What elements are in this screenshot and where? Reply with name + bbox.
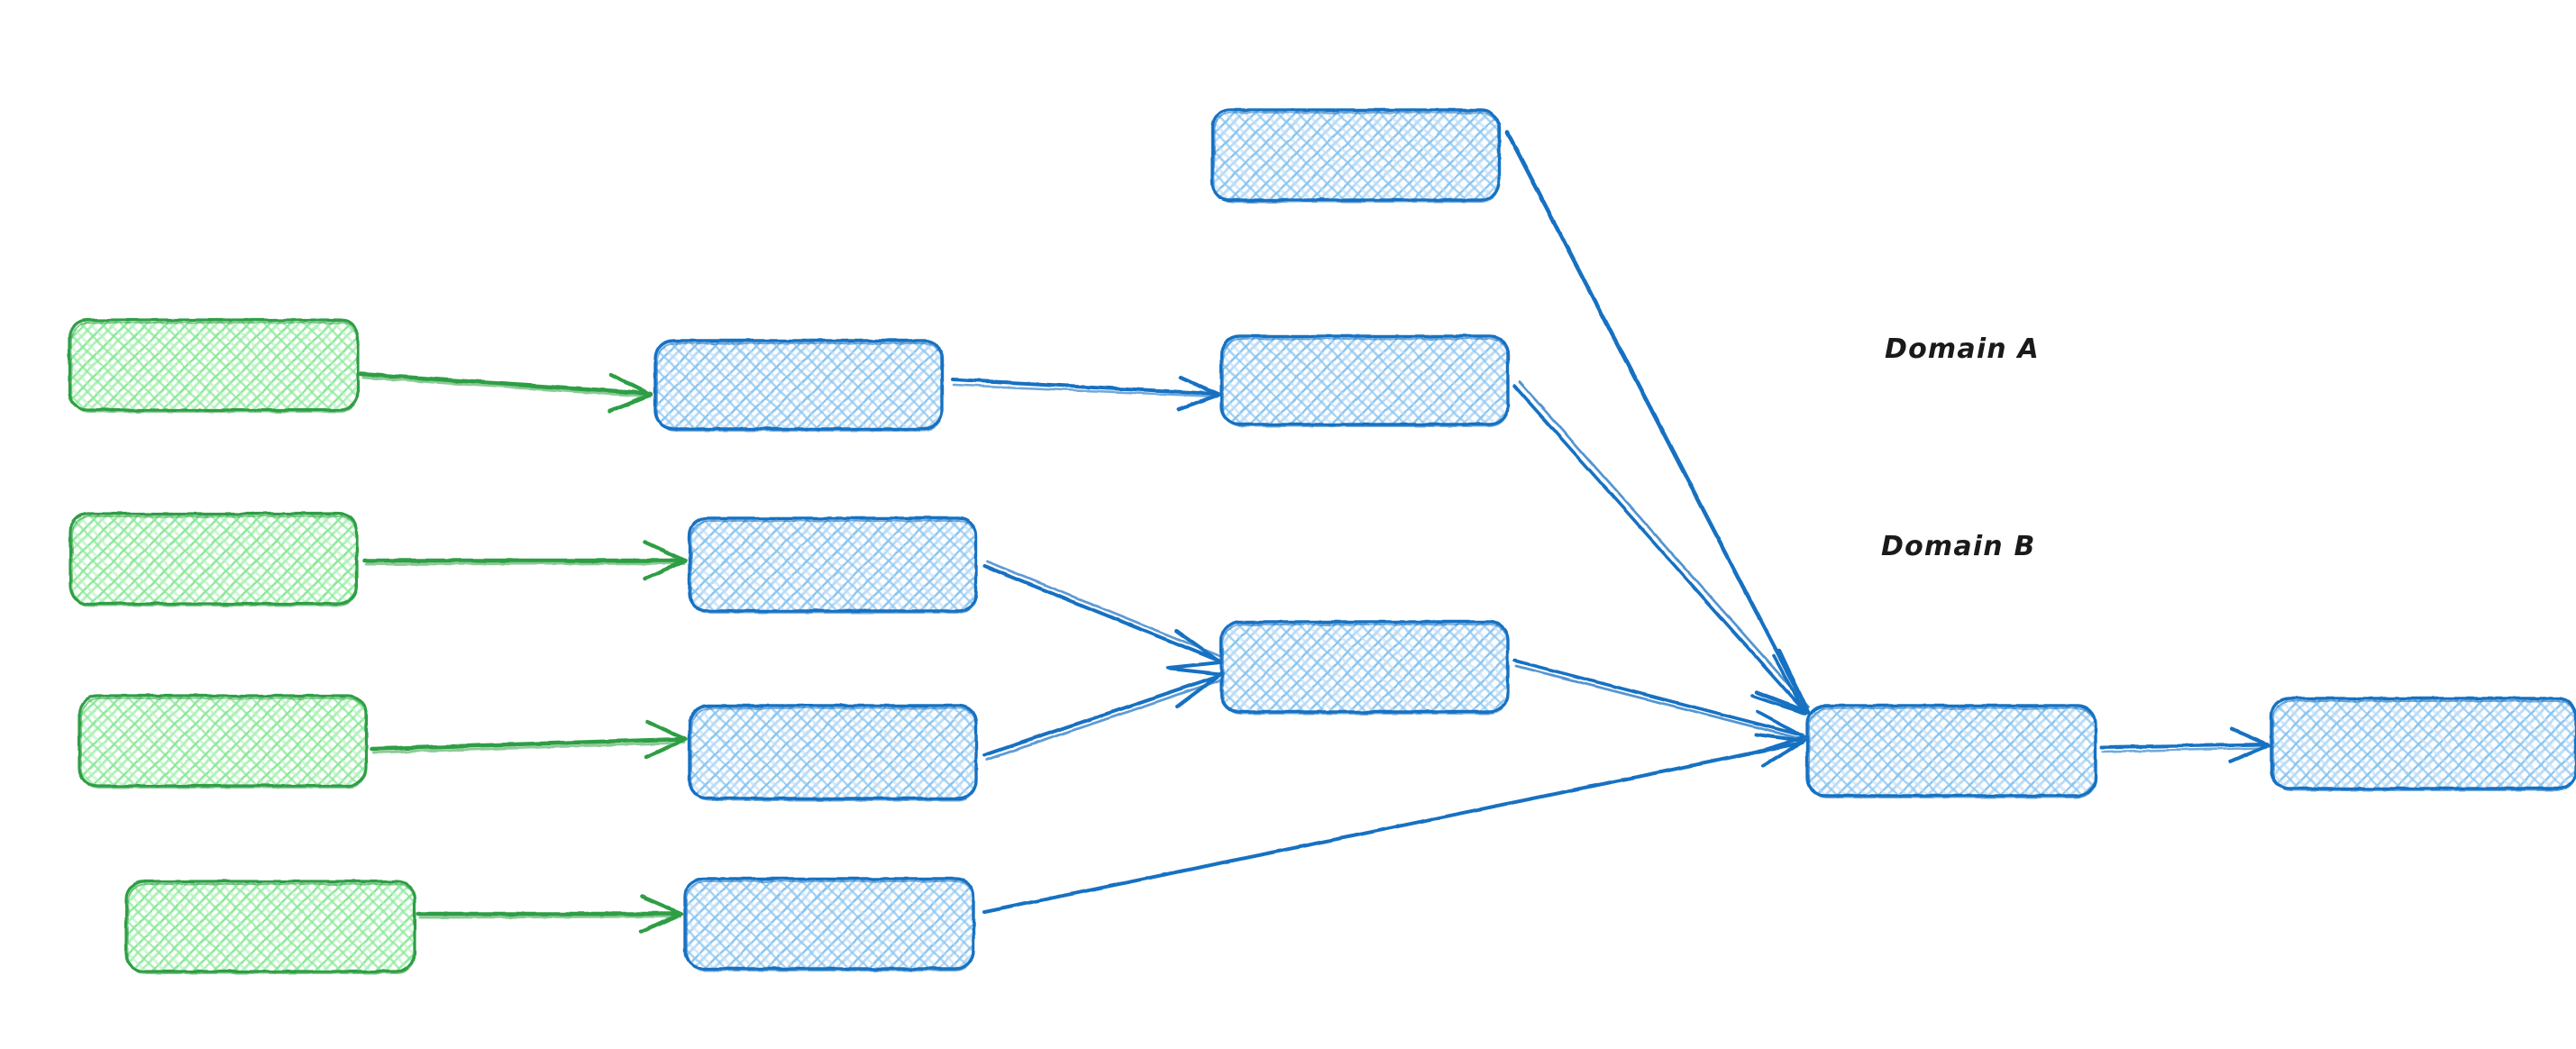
- edge-b6-b4: [982, 733, 1806, 914]
- edge-layer: [358, 129, 2270, 935]
- edge-b1-b3: [982, 560, 1224, 670]
- green-node-a1[interactable]: [68, 318, 360, 413]
- blue-node-a3[interactable]: [1219, 334, 1510, 427]
- green-node-b1[interactable]: [69, 512, 359, 607]
- edge-b3-b4: [1512, 659, 1807, 755]
- green-node-b3[interactable]: [124, 880, 416, 974]
- edge-b4-b5: [2100, 727, 2270, 763]
- edge-g2-b1: [361, 540, 688, 581]
- blue-node-a1[interactable]: [1210, 108, 1501, 203]
- domain-a-label: Domain A: [1885, 333, 2040, 365]
- blue-node-b4[interactable]: [1805, 704, 2097, 798]
- edge-a1-b4: [1504, 129, 1811, 715]
- edge-a3-b4: [1512, 380, 1810, 716]
- edge-g1-a2: [358, 371, 653, 414]
- blue-node-b6[interactable]: [683, 877, 975, 971]
- blue-node-b2[interactable]: [688, 704, 978, 801]
- edge-b2-b3: [982, 667, 1224, 762]
- domain-b-label: Domain B: [1881, 531, 2036, 562]
- node-layer: [68, 108, 2576, 974]
- blue-node-b1[interactable]: [688, 516, 978, 614]
- blue-node-b5[interactable]: [2270, 697, 2576, 791]
- blue-node-b3[interactable]: [1219, 620, 1510, 715]
- blue-node-a2[interactable]: [653, 339, 944, 432]
- edge-a2-a3: [951, 376, 1220, 411]
- edge-g3-b2: [369, 719, 689, 760]
- edge-g4-b6: [416, 894, 684, 935]
- green-node-b2[interactable]: [78, 694, 368, 789]
